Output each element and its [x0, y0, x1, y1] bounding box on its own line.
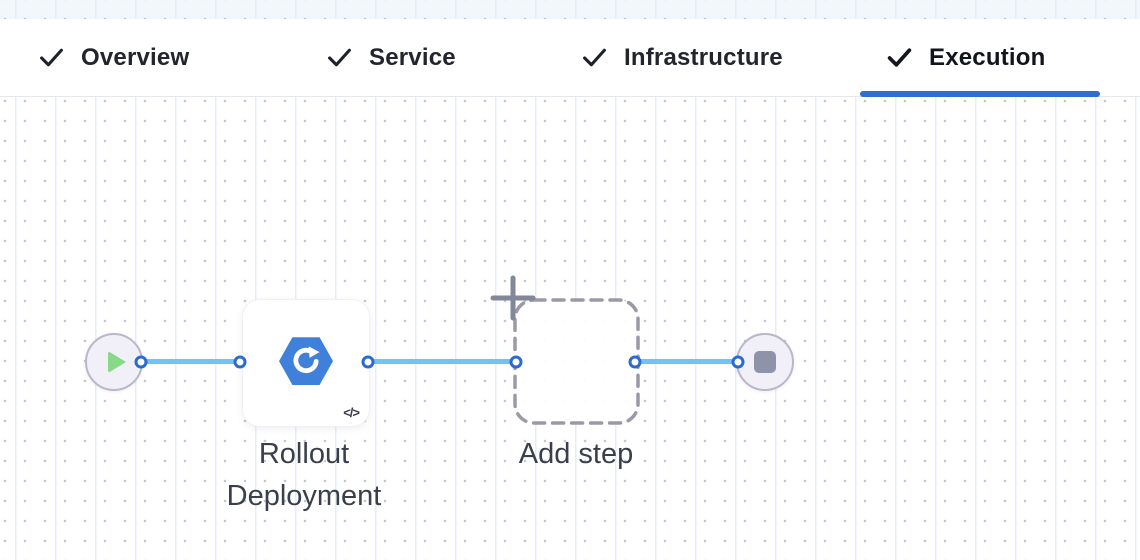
- active-tab-underline: [860, 91, 1100, 97]
- connector-edge: [368, 359, 516, 364]
- execution-tabbar: Overview Service Infrastructure Executio…: [0, 19, 1140, 97]
- step-node-label: Rollout Deployment: [226, 438, 382, 512]
- check-icon: [328, 48, 351, 67]
- end-node: [736, 333, 794, 391]
- connector-port: [361, 355, 375, 369]
- step-node-rollout-deployment[interactable]: </>: [242, 299, 370, 427]
- connector-edge: [141, 359, 240, 364]
- tab-execution[interactable]: Execution: [886, 19, 1046, 96]
- add-step-node[interactable]: [490, 275, 640, 425]
- pipeline-canvas[interactable]: </> Rollout Deployment Add step: [0, 97, 1140, 560]
- plus-icon: [490, 275, 536, 321]
- check-icon: [583, 48, 606, 67]
- stop-icon: [754, 351, 776, 373]
- code-icon[interactable]: </>: [343, 405, 360, 420]
- connector-port: [731, 355, 745, 369]
- tab-overview[interactable]: Overview: [38, 19, 189, 96]
- connector-edge: [635, 359, 738, 364]
- tab-service[interactable]: Service: [326, 19, 456, 96]
- tab-label: Overview: [81, 43, 190, 71]
- tab-label: Service: [369, 43, 456, 71]
- start-node: [85, 333, 143, 391]
- play-icon: [107, 351, 126, 373]
- tab-label: Execution: [929, 43, 1046, 71]
- check-icon: [40, 48, 63, 67]
- tab-label: Infrastructure: [624, 43, 783, 71]
- tab-infrastructure[interactable]: Infrastructure: [581, 19, 783, 96]
- connector-port: [628, 355, 642, 369]
- connector-port: [134, 355, 148, 369]
- add-step-label: Add step: [518, 438, 634, 470]
- k8s-rollout-icon: [279, 337, 333, 386]
- connector-port: [233, 355, 247, 369]
- connector-port: [509, 355, 523, 369]
- check-icon: [887, 48, 912, 67]
- stage-canvas-strip: [0, 0, 1140, 19]
